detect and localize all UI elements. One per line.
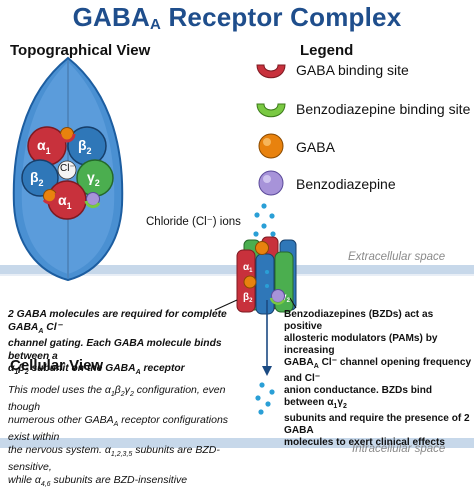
subunit-label: α1 bbox=[58, 192, 72, 211]
extracellular-space-label: Extracellular space bbox=[348, 251, 446, 263]
pore-label: Cl⁻ bbox=[60, 163, 75, 174]
svg-text:β2: β2 bbox=[243, 292, 253, 304]
bzd-caption-pointer bbox=[289, 297, 297, 309]
cell-subunit-beta2 bbox=[255, 253, 275, 315]
subunit-label: β2 bbox=[30, 169, 44, 188]
svg-text:γ2: γ2 bbox=[281, 292, 291, 304]
topographical-view-heading: Topographical View bbox=[10, 42, 151, 59]
receptor-diagrams: α1 β2 γ2 bbox=[0, 56, 474, 448]
legend-item-benzodiazepine: Benzodiazepine bbox=[296, 176, 396, 192]
subunit-label: α1 bbox=[37, 137, 51, 156]
svg-text:α1: α1 bbox=[243, 262, 253, 274]
cellular-view-note: This model uses the α1β2γ2 configuration… bbox=[8, 384, 229, 489]
chloride-ions-label: Chloride (Cl⁻) ions bbox=[146, 216, 241, 228]
gaba-caption: 2 GABA molecules are required for comple… bbox=[8, 309, 227, 377]
pore bbox=[57, 160, 77, 180]
bzd-binding-site-icon bbox=[256, 103, 286, 118]
legend-icons bbox=[256, 64, 286, 196]
gaba-caption-pointer bbox=[214, 299, 238, 311]
topographical-receptor bbox=[12, 56, 124, 282]
cellular-receptor: α1 β2 γ2 bbox=[236, 236, 297, 376]
intracellular-membrane-band bbox=[0, 438, 474, 448]
subunit-label: β2 bbox=[78, 137, 92, 156]
legend-item-gaba: GABA bbox=[296, 139, 335, 155]
subunit-label: γ2 bbox=[87, 169, 100, 188]
gaba-binding-site-icon bbox=[256, 64, 286, 79]
bzd-caption: Benzodiazepines (BZDs) act as positive a… bbox=[284, 309, 472, 449]
bzd-molecule-icon bbox=[258, 170, 284, 196]
legend-heading: Legend bbox=[300, 42, 354, 59]
legend-item-gaba-binding-site: GABA binding site bbox=[296, 62, 409, 78]
chloride-ions-intracellular bbox=[255, 382, 275, 415]
gaba-molecule-icon bbox=[258, 133, 284, 159]
legend-item-bzd-binding-site: Benzodiazepine binding site bbox=[296, 101, 471, 117]
page-title: GABAA Receptor Complex bbox=[72, 2, 402, 33]
subunit-beta2-left bbox=[21, 159, 59, 197]
chloride-ions-extracellular bbox=[253, 203, 276, 237]
intracellular-space-label: Intracellular space bbox=[352, 443, 446, 455]
cellular-view-heading: Cellular View bbox=[10, 357, 104, 374]
